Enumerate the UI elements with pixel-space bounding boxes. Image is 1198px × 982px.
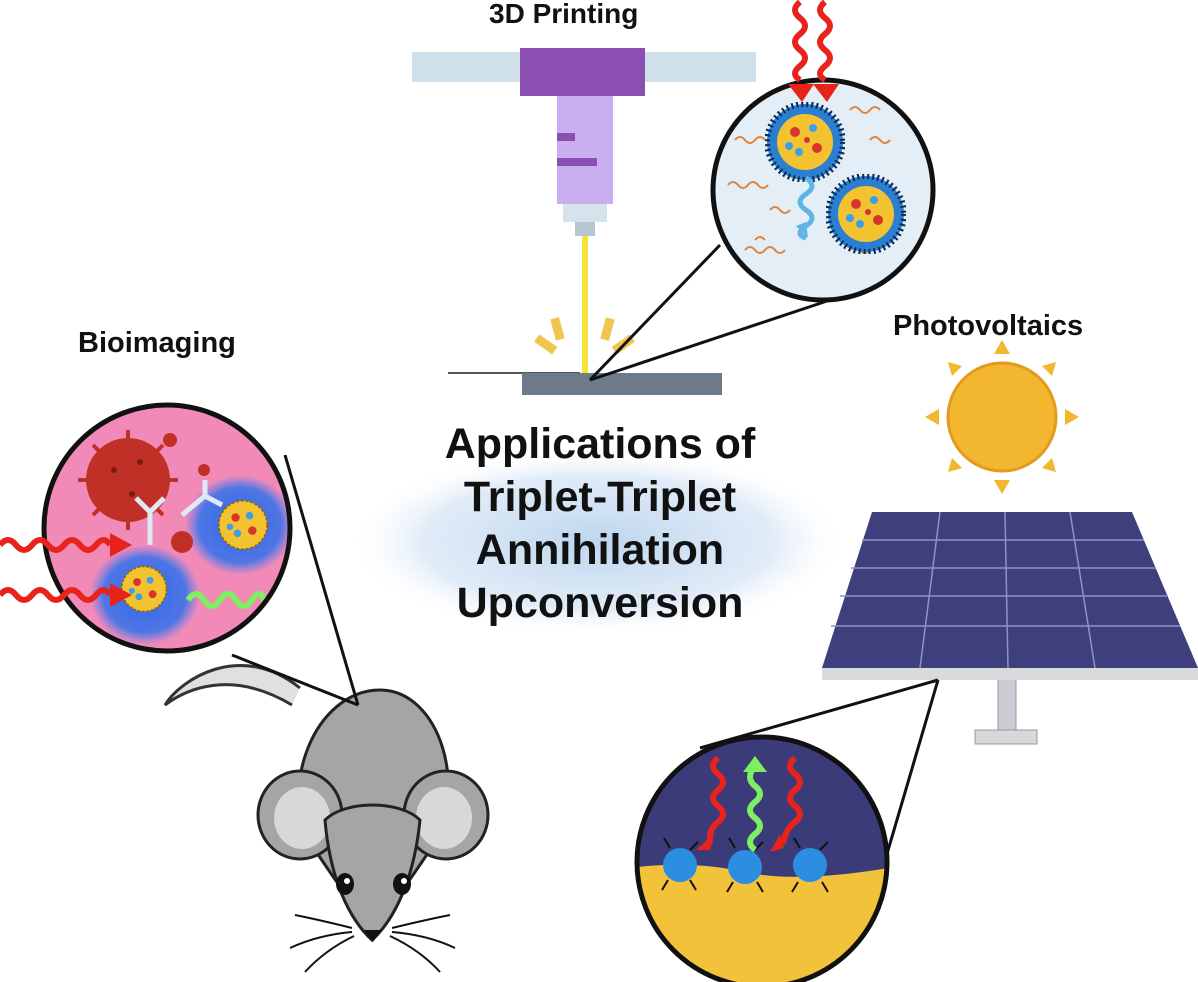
pv-excitation-arrow-left: [706, 755, 726, 845]
label-photovoltaics: Photovoltaics: [893, 310, 1084, 342]
title-glow: [348, 447, 848, 637]
center-title: Applications of Triplet-Triplet Annihila…: [340, 418, 860, 630]
title-line-4: Upconversion: [456, 579, 744, 627]
title-line-1: Applications of: [444, 420, 756, 468]
mouse-tail: [163, 664, 301, 707]
solar-panel: [822, 511, 1198, 745]
printer-light-beam: [582, 236, 588, 378]
title-line-2: Triplet-Triplet: [463, 473, 737, 521]
title-line-3: Annihilation: [475, 526, 725, 574]
sun-icon: [925, 340, 1079, 494]
pv-emission-arrow: [747, 764, 763, 853]
print-bed: [522, 373, 722, 395]
virus-particle: [78, 430, 178, 530]
3d-printer-illustration: [412, 48, 756, 395]
bioimaging-zoom-circle: [41, 402, 293, 654]
antibody-icons: [134, 480, 224, 545]
label-3d-printing: 3D Printing: [489, 0, 639, 29]
printer-head: [557, 96, 613, 204]
printer-zoom-circle: [710, 77, 936, 303]
bio-emission-arrow: [185, 591, 267, 609]
mouse-illustration: [163, 664, 490, 973]
printer-excitation-arrows: [788, 0, 839, 102]
printer-nozzle: [563, 204, 607, 222]
bio-excitation-arrows: [0, 533, 132, 607]
pv-excitation-arrow-right: [780, 755, 803, 845]
label-bioimaging: Bioimaging: [78, 327, 236, 359]
printer-carriage: [520, 48, 645, 96]
photovoltaics-zoom-circle: [634, 734, 890, 982]
